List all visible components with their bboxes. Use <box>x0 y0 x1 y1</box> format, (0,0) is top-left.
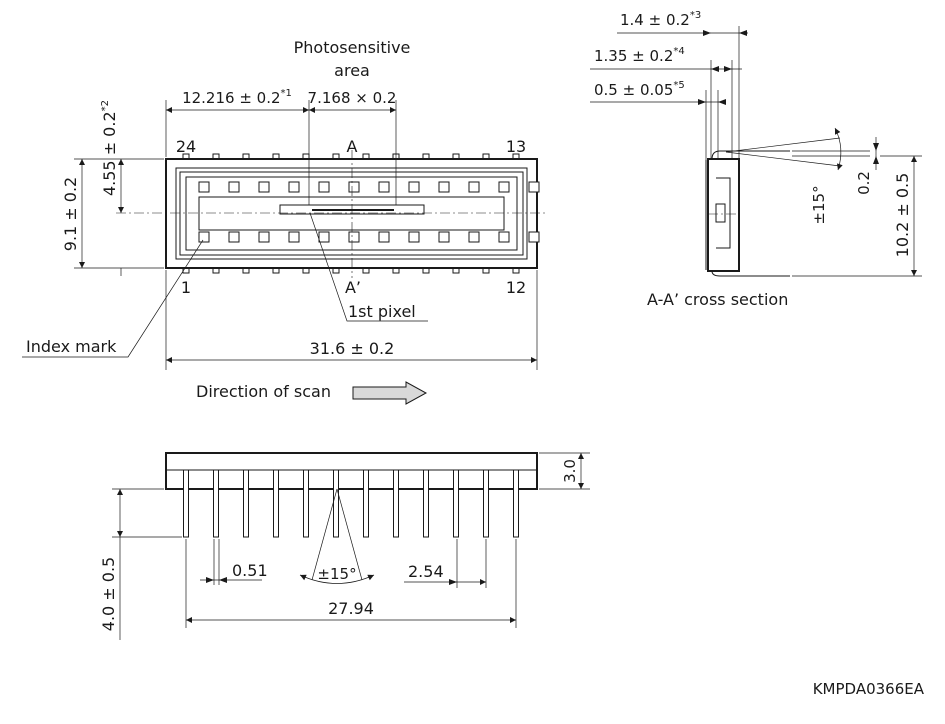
first-pixel-label: 1st pixel <box>348 302 416 321</box>
dim-1-4-label: 1.4 ± 0.2*3 <box>620 10 701 29</box>
section-a-prime-label: A’ <box>345 278 361 297</box>
front-angle-line-2 <box>336 488 363 581</box>
front-angle-arc <box>299 574 375 584</box>
front-lead <box>453 469 459 538</box>
bond-pad-lower <box>438 231 450 243</box>
bond-pad-lower <box>528 231 540 243</box>
package-body-front <box>165 452 538 490</box>
lead-angle-arc <box>834 127 843 171</box>
lead-angle-label: ±15° <box>810 185 828 224</box>
arrows-0-5 <box>698 99 726 105</box>
bond-pad-upper <box>468 181 480 193</box>
front-angle-label: ±15° <box>317 565 356 583</box>
bond-pad-upper <box>408 181 420 193</box>
bond-pad-upper <box>498 181 510 193</box>
xs-chip <box>715 203 726 223</box>
bond-pad-upper <box>528 181 540 193</box>
photosensitive-title-1: Photosensitive <box>294 38 411 57</box>
bond-pad-upper <box>318 181 330 193</box>
bond-pad-upper <box>228 181 240 193</box>
bond-pad-upper <box>438 181 450 193</box>
cross-section-view: 1.4 ± 0.2*3 1.35 ± 0.2*4 0.5 ± 0.05*5 ±1… <box>590 10 922 309</box>
front-lead <box>513 469 519 538</box>
xs-lead-bottom <box>711 270 790 277</box>
bond-pad-lower <box>408 231 420 243</box>
section-a-label: A <box>347 137 358 156</box>
bond-pad-upper <box>198 181 210 193</box>
lead-span-label: 10.2 ± 0.5 <box>893 173 912 258</box>
front-lead <box>333 469 339 538</box>
bond-pad-upper <box>288 181 300 193</box>
front-lead <box>273 469 279 538</box>
lead-length-label: 4.0 ± 0.5 <box>99 557 118 631</box>
cross-section-label: A-A’ cross section <box>647 290 788 309</box>
photosensitive-title-2: area <box>334 61 370 80</box>
pin-1-label: 1 <box>181 278 191 297</box>
xs-lead-top <box>711 150 790 160</box>
bond-pad-lower <box>198 231 210 243</box>
front-lead <box>183 469 189 538</box>
pin-12-label: 12 <box>506 278 526 297</box>
package-height-label: 3.0 <box>561 459 579 483</box>
chip-outline <box>185 176 518 251</box>
arrows-0-51 <box>206 577 227 583</box>
xs-cavity <box>716 177 731 249</box>
half-width-label: 4.55 ± 0.2*2 <box>100 100 119 196</box>
bond-pad-lower <box>228 231 240 243</box>
front-lead <box>363 469 369 538</box>
window-frame-inner <box>179 171 524 256</box>
row-span-label: 27.94 <box>328 599 374 618</box>
index-mark-leader <box>22 239 204 358</box>
offset-label: 12.216 ± 0.2*1 <box>182 88 292 107</box>
lead-angle-line-1 <box>725 137 841 153</box>
front-lead <box>423 469 429 538</box>
dim-0-5-label: 0.5 ± 0.05*5 <box>594 80 685 99</box>
bond-pad-upper <box>258 181 270 193</box>
arrow-2-54 <box>449 579 457 585</box>
first-pixel-leader <box>309 212 428 322</box>
lead-thickness-label: 0.2 <box>855 171 873 195</box>
bond-pads-lower <box>198 231 540 243</box>
photosensitive-size-label: 7.168 × 0.2 <box>308 89 397 107</box>
package-body-top <box>165 158 538 269</box>
bond-pad-lower <box>468 231 480 243</box>
front-lead <box>213 469 219 538</box>
arrows-0-2 <box>873 143 879 164</box>
bond-pad-upper <box>348 181 360 193</box>
bond-pad-lower <box>288 231 300 243</box>
front-lead <box>483 469 489 538</box>
cross-section-body <box>707 158 740 272</box>
pin-pitch-label: 2.54 <box>408 562 444 581</box>
figure-code: KMPDA0366EA <box>813 680 925 698</box>
length-label: 31.6 ± 0.2 <box>310 339 395 358</box>
bond-pads-upper <box>198 181 540 193</box>
photodiode-region <box>198 196 505 231</box>
front-view-leads <box>183 469 519 538</box>
window-frame-outer <box>175 167 528 260</box>
front-angle-line-1 <box>311 488 338 581</box>
pin-13-label: 13 <box>506 137 526 156</box>
front-lead <box>243 469 249 538</box>
lead-angle-line-2 <box>725 151 841 167</box>
width-label: 9.1 ± 0.2 <box>61 177 80 251</box>
front-view: 3.0 4.0 ± 0.5 0.51 ±15° 2.54 27.94 <box>99 452 590 640</box>
bond-pad-lower <box>348 231 360 243</box>
bond-pad-lower <box>378 231 390 243</box>
direction-of-scan-label: Direction of scan <box>196 382 331 401</box>
dim-1-35-label: 1.35 ± 0.2*4 <box>594 46 685 65</box>
scan-arrow-icon <box>352 381 428 405</box>
bond-pad-lower <box>498 231 510 243</box>
bond-pad-upper <box>378 181 390 193</box>
photosensitive-area <box>312 209 394 211</box>
top-view: 12.216 ± 0.2*1 7.168 × 0.2 Photosensitiv… <box>22 38 548 405</box>
bond-pad-lower <box>258 231 270 243</box>
bond-pad-lower <box>318 231 330 243</box>
front-lead <box>393 469 399 538</box>
lead-width-label: 0.51 <box>232 561 268 580</box>
arrows-1-35 <box>711 66 732 72</box>
front-lead <box>303 469 309 538</box>
index-mark-label: Index mark <box>26 337 117 356</box>
pin-24-label: 24 <box>176 137 196 156</box>
